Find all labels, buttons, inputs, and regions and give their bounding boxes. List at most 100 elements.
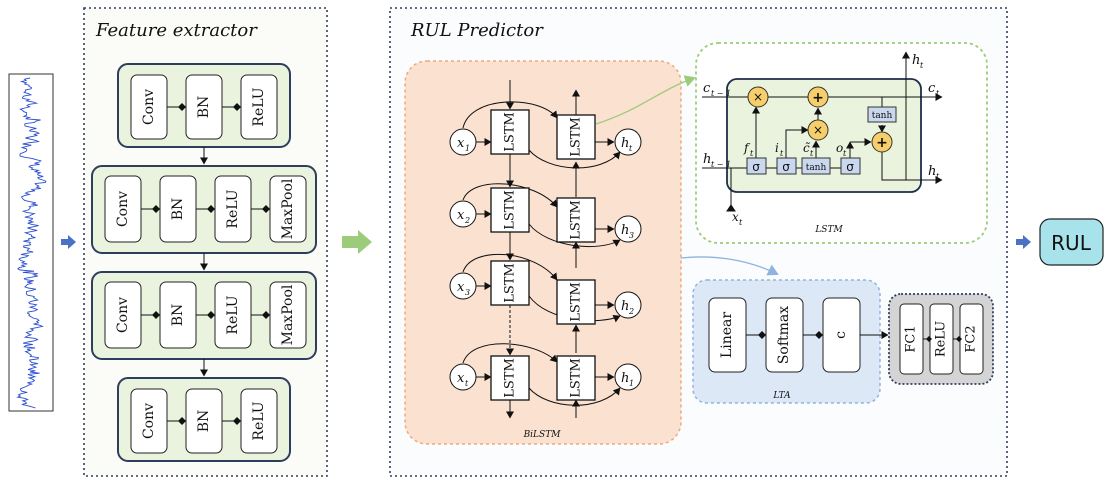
- fe3-bn-label: BN: [170, 304, 186, 327]
- arrow-signal-to-extractor: [61, 235, 76, 249]
- fc2-label: FC2: [964, 325, 979, 352]
- h-top-label: h: [912, 53, 920, 68]
- i-gate-sub: t: [780, 149, 784, 158]
- fe-block-3: Conv BN ReLU MaxPool: [91, 271, 317, 360]
- lstm-cell: LSTM: [556, 279, 596, 325]
- input-node-sub: t: [465, 379, 469, 388]
- forget-gate-box: [746, 157, 767, 175]
- output-node-label: h: [621, 299, 629, 314]
- o-gate-label: o: [836, 141, 843, 155]
- lstm-cell: LSTM: [490, 260, 530, 306]
- input-node: x 3: [449, 272, 477, 300]
- lta-softmax-label: Softmax: [776, 306, 792, 364]
- bilstm-panel: BiLSTM: [404, 60, 682, 445]
- output-node-sub: 3: [629, 231, 634, 240]
- output-node: h t: [614, 128, 642, 156]
- lstm-detail-caption: LSTM: [814, 225, 843, 235]
- lstm-cell-label: LSTM: [503, 190, 518, 230]
- lstm-cell-label: LSTM: [569, 200, 584, 240]
- i-gate-label: i: [775, 141, 779, 155]
- lta-linear-label: Linear: [719, 312, 735, 358]
- input-node-sub: 3: [465, 288, 470, 297]
- forward-lstm-cells: LSTM LSTM LSTM LSTM: [490, 109, 530, 401]
- forget-multiply-symbol: ×: [753, 90, 763, 104]
- fc-relu-label: ReLU: [934, 321, 949, 357]
- fe3-relu-label: ReLU: [225, 295, 241, 334]
- lstm-cell-label: LSTM: [503, 112, 518, 152]
- f-gate-label: f: [743, 141, 751, 155]
- c-tilde-sub: t: [810, 149, 814, 158]
- c-out-sub: t: [936, 89, 940, 98]
- input-node: x t: [449, 363, 477, 391]
- input-signal: [8, 73, 54, 412]
- output-add-symbol: +: [876, 135, 888, 151]
- fe1-bn-label: BN: [196, 96, 212, 119]
- h-prev-label: h: [703, 152, 711, 167]
- feature-extractor-title: Feature extractor: [95, 20, 258, 41]
- fe2-maxpool-label: MaxPool: [280, 178, 296, 239]
- arrow-extractor-to-predictor: [342, 230, 372, 254]
- x-in-sub: t: [739, 218, 743, 227]
- output-node: h 1: [614, 363, 642, 391]
- lstm-cell: LSTM: [556, 114, 596, 160]
- input-gate-box: [776, 157, 797, 175]
- fe-block-4: Conv BN ReLU: [117, 377, 291, 462]
- fe2-relu-label: ReLU: [225, 189, 241, 228]
- input-multiply-symbol: ×: [813, 123, 823, 137]
- rul-predictor-title: RUL Predictor: [410, 20, 544, 41]
- fe1-relu-label: ReLU: [251, 87, 267, 126]
- arrow-bilstm-to-lstm-detail: [595, 75, 696, 125]
- candidate-tanh-box: [801, 157, 831, 175]
- lstm-cell-label: LSTM: [569, 117, 584, 157]
- o-gate-sub: t: [843, 149, 847, 158]
- input-node-label: x: [457, 208, 465, 223]
- h-out-label: h: [928, 164, 936, 179]
- input-node-sub: 1: [465, 144, 470, 153]
- cell-tanh-label: tanh: [872, 111, 893, 121]
- c-prev-label: c: [703, 81, 711, 96]
- lstm-cell-label: LSTM: [569, 358, 584, 398]
- fe-block-1: Conv BN ReLU: [117, 63, 291, 148]
- c-tilde-label: c̃: [803, 141, 810, 155]
- arrow-predictor-to-rul: [1016, 235, 1031, 249]
- lta-panel: LTA Linear Softmax c: [692, 279, 881, 404]
- output-node-label: h: [621, 136, 629, 151]
- fe1-conv-label: Conv: [141, 89, 157, 125]
- input-node-label: x: [457, 136, 465, 151]
- lstm-cell: LSTM: [556, 355, 596, 401]
- lta-c-label: c: [833, 331, 849, 339]
- output-node-label: h: [621, 223, 629, 238]
- fe4-conv-label: Conv: [141, 403, 157, 439]
- fc-panel: FC1 ReLU FC2: [888, 293, 994, 385]
- c-out-label: c: [928, 81, 936, 96]
- signal-frame: [8, 73, 54, 412]
- output-node: h 3: [614, 215, 642, 243]
- output-node: h 2: [614, 291, 642, 319]
- lstm-cell-label: LSTM: [503, 263, 518, 303]
- lstm-cell: LSTM: [556, 197, 596, 243]
- output-gate-sigma: σ: [846, 160, 854, 174]
- output-node-sub: 2: [628, 307, 634, 316]
- lstm-cell: LSTM: [490, 355, 530, 401]
- fe3-conv-label: Conv: [115, 297, 131, 333]
- h-top-sub: t: [920, 61, 924, 70]
- lta-caption: LTA: [772, 391, 791, 401]
- h-prev-sub: t − 1: [711, 160, 731, 169]
- fe3-maxpool-label: MaxPool: [280, 284, 296, 345]
- input-node: x 1: [449, 128, 477, 156]
- f-gate-sub: t: [750, 149, 754, 158]
- x-in-label: x: [732, 210, 739, 224]
- lstm-cell: LSTM: [490, 187, 530, 233]
- cell-tanh-box: [867, 106, 897, 123]
- backward-lstm-cells: LSTM LSTM LSTM LSTM: [556, 114, 596, 401]
- fe4-bn-label: BN: [196, 410, 212, 433]
- input-node-sub: 2: [464, 216, 470, 225]
- bilstm-outputs: h t h 3 h 2 h 1: [614, 128, 642, 391]
- lstm-detail-body: × + × + tanh σ σ tanh σ c t − 1 c t h t …: [702, 51, 943, 227]
- fc1-label: FC1: [904, 325, 919, 352]
- input-gate-sigma: σ: [782, 160, 790, 174]
- arrow-bilstm-to-lta: [680, 256, 779, 276]
- input-node: x 2: [449, 200, 477, 228]
- output-add-node: [871, 131, 893, 153]
- c-prev-sub: t − 1: [711, 89, 731, 98]
